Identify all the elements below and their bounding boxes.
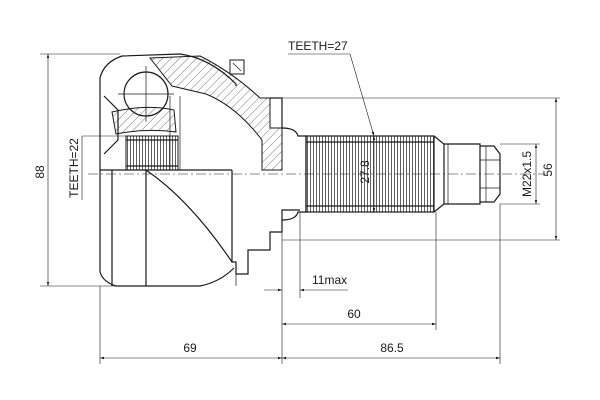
dim-11max: 11max [264,212,348,364]
dim-60: 60 [282,212,437,330]
dim-56: 56 [282,97,560,241]
dim-27-8: 27.8 [358,136,376,212]
dim-60-label: 60 [347,307,361,321]
dim-88: 88 [33,53,120,287]
abs-max-label: 11max [312,273,347,287]
dim-teeth-outer: TEETH=27 [288,39,375,137]
dim-86-5-label: 86.5 [380,341,404,355]
thread-label: M22x1.5 [520,151,534,197]
spline-dia-label: 27.8 [358,160,372,184]
stub-shaft [281,127,501,221]
teeth-outer-label: TEETH=27 [288,39,348,53]
dim-56-label: 56 [541,163,555,177]
dim-thread: M22x1.5 [500,143,540,205]
dim-88-label: 88 [33,165,47,179]
inner-race [103,66,181,171]
dim-69-86: 69 86.5 [99,204,501,364]
teeth-inner-label: TEETH=22 [67,138,81,198]
spline-section [305,135,435,213]
dim-69-label: 69 [183,341,197,355]
dim-teeth-inner: TEETH=22 [67,135,126,200]
